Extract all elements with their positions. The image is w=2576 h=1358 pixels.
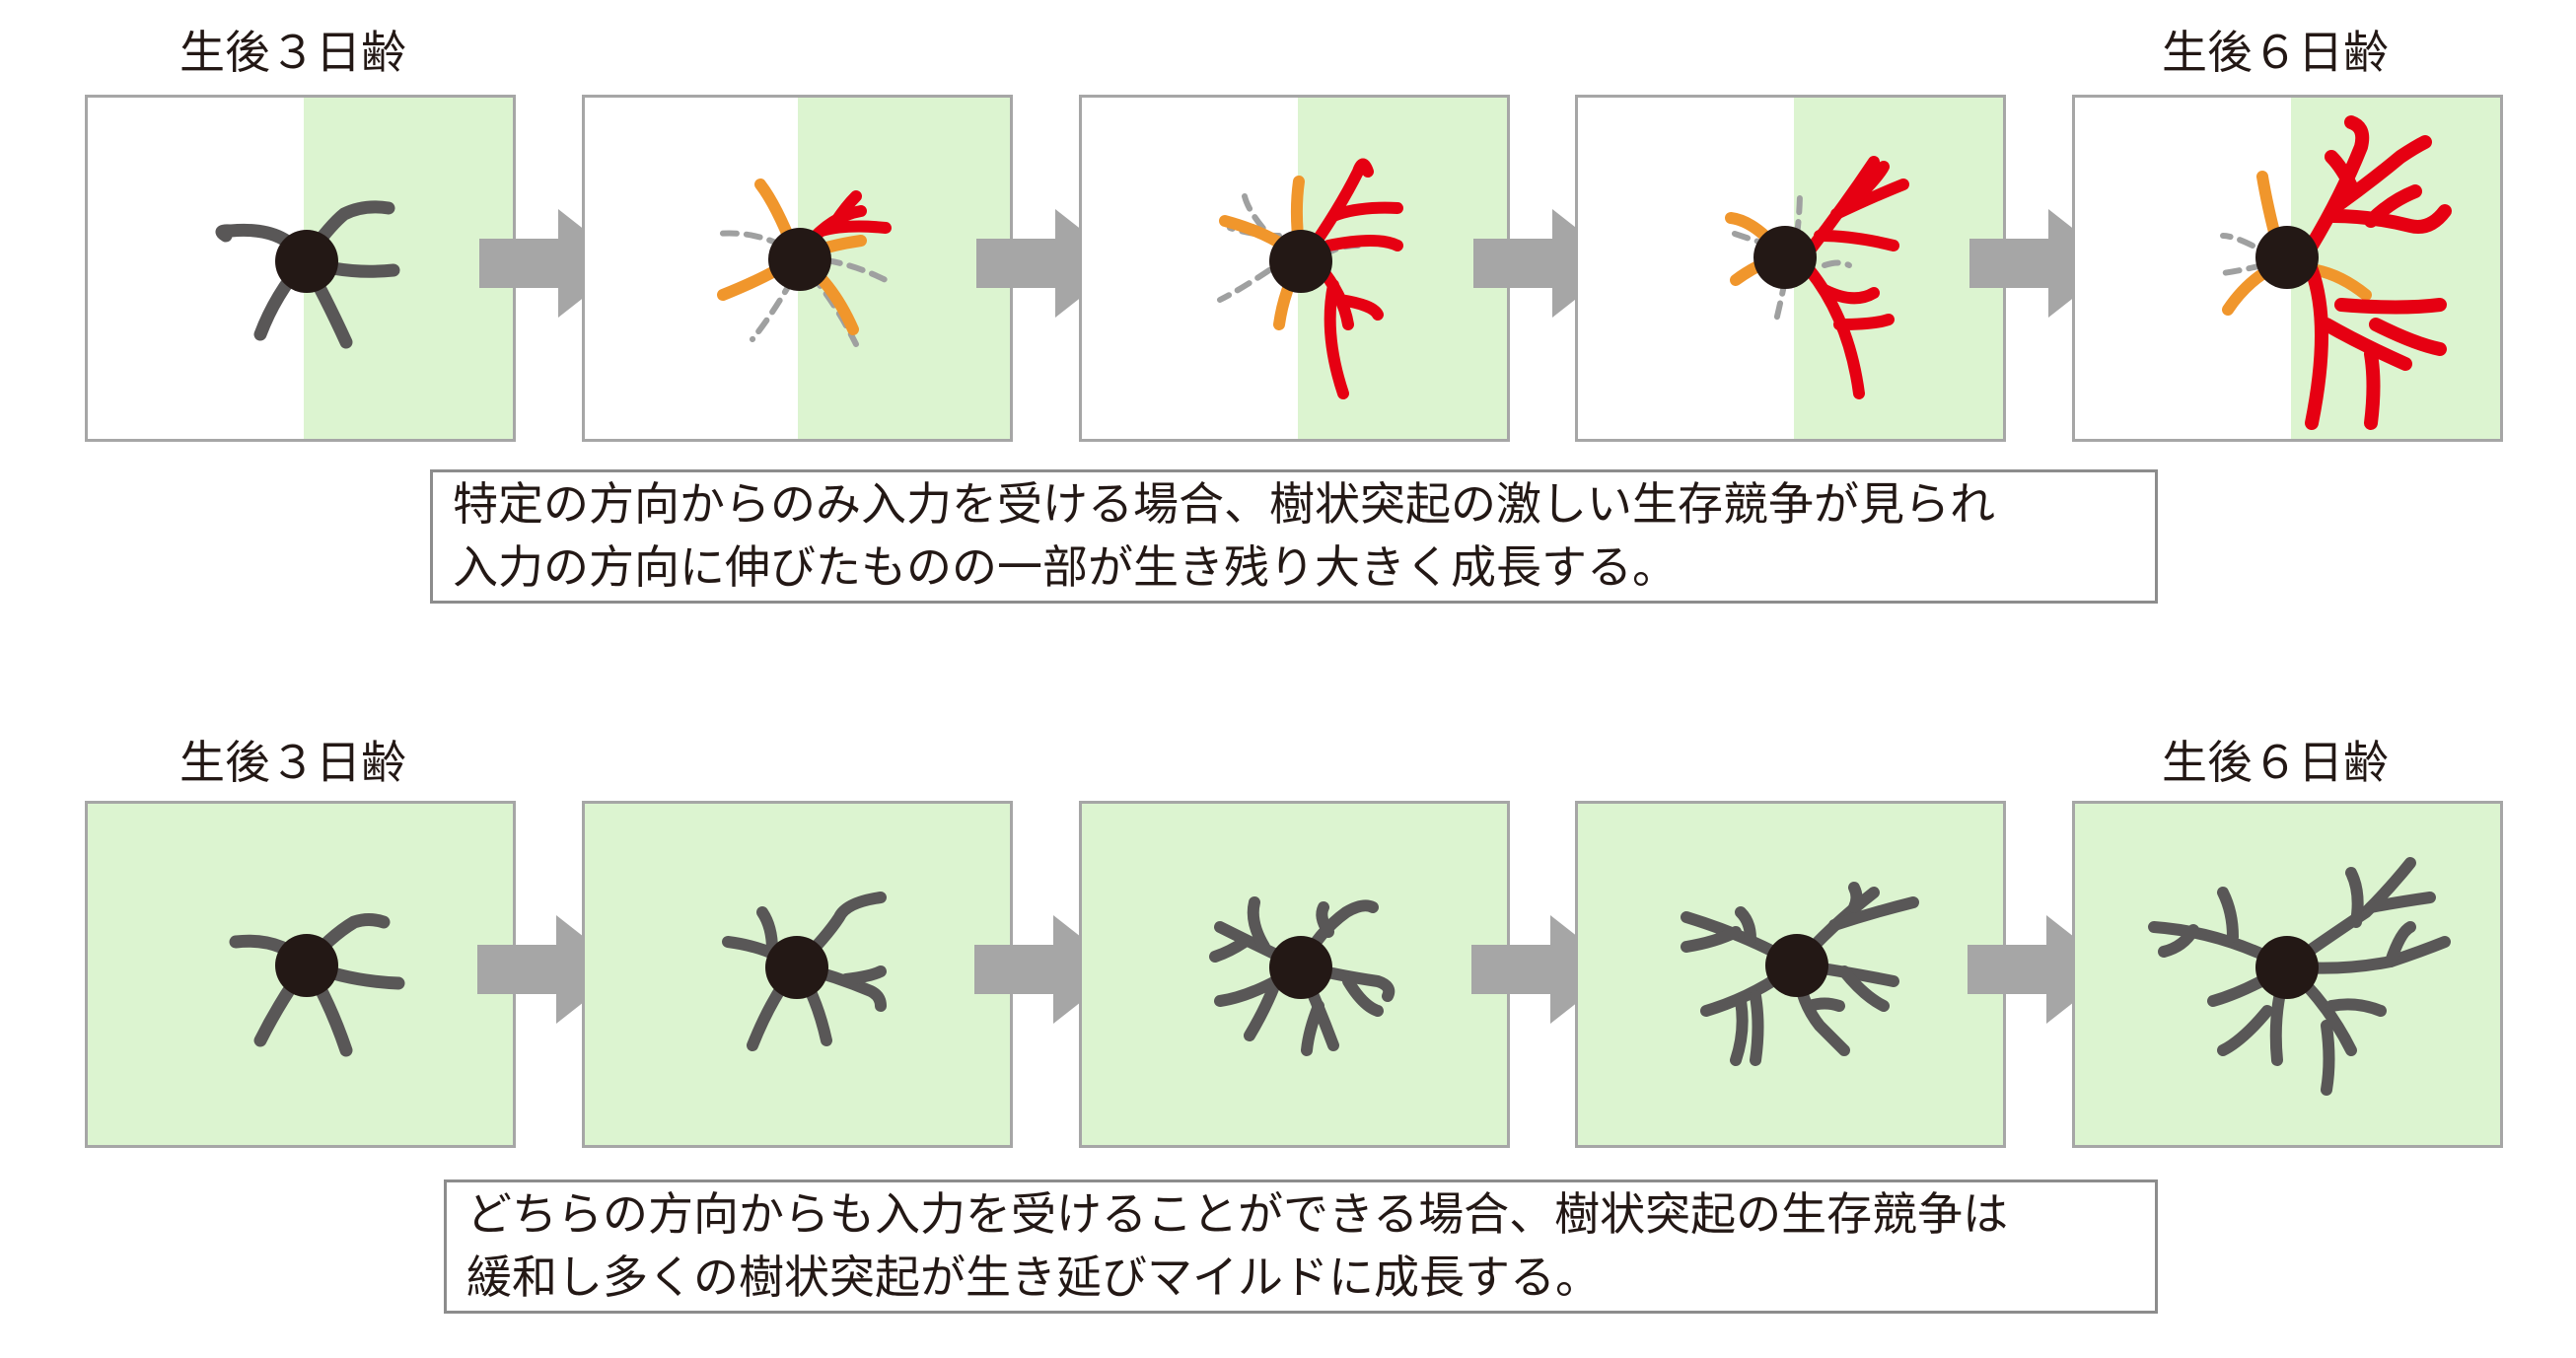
row2-caption: どちらの方向からも入力を受けることができる場合、樹状突起の生存競争は 緩和し多く… bbox=[444, 1179, 2158, 1314]
neuron-icon bbox=[1723, 98, 2003, 439]
green-input-region bbox=[798, 98, 1010, 439]
row1-caption: 特定の方向からのみ入力を受ける場合、樹状突起の激しい生存競争が見られ 入力の方向… bbox=[430, 469, 2158, 604]
neuron-icon bbox=[722, 892, 887, 1051]
row2-panel-4 bbox=[1575, 801, 2006, 1148]
row2-panel-3 bbox=[1079, 801, 1510, 1148]
row1-label-end: 生後６日齢 bbox=[2162, 26, 2389, 79]
green-input-region bbox=[1298, 98, 1507, 439]
row2-caption-line2: 緩和し多くの樹状突起が生き延びマイルドに成長する。 bbox=[466, 1251, 1601, 1304]
neuron-icon bbox=[1681, 882, 1919, 1066]
row2-label-end: 生後６日齢 bbox=[2162, 736, 2389, 789]
row2-panel-1 bbox=[85, 801, 516, 1148]
neuron-icon bbox=[229, 913, 405, 1057]
row1-caption-line1: 特定の方向からのみ入力を受ける場合、樹状突起の激しい生存競争が見られ bbox=[453, 477, 1995, 531]
row1-label-start: 生後３日齢 bbox=[179, 26, 406, 79]
row1-panel-5 bbox=[2072, 95, 2503, 442]
green-input-region bbox=[1794, 98, 2003, 439]
row1-caption-line2: 入力の方向に伸びたものの一部が生き残り大きく成長する。 bbox=[453, 540, 1678, 594]
neuron-icon bbox=[1217, 98, 1507, 439]
row1-panel-4 bbox=[1575, 95, 2006, 442]
row2-label-start: 生後３日齢 bbox=[179, 736, 406, 789]
neuron-icon bbox=[715, 98, 1010, 439]
row2-panel-2 bbox=[582, 801, 1013, 1148]
row1-panel-2 bbox=[582, 95, 1013, 442]
neuron-icon bbox=[215, 98, 513, 439]
neuron-icon bbox=[1209, 896, 1395, 1056]
neuron-icon bbox=[2220, 98, 2500, 439]
row2-caption-line1: どちらの方向からも入力を受けることができる場合、樹状突起の生存競争は bbox=[466, 1187, 2009, 1241]
row1-panel-1 bbox=[85, 95, 516, 442]
row1-panel-3 bbox=[1079, 95, 1510, 442]
neuron-icon bbox=[2148, 857, 2451, 1096]
row2-panel-5 bbox=[2072, 801, 2503, 1148]
